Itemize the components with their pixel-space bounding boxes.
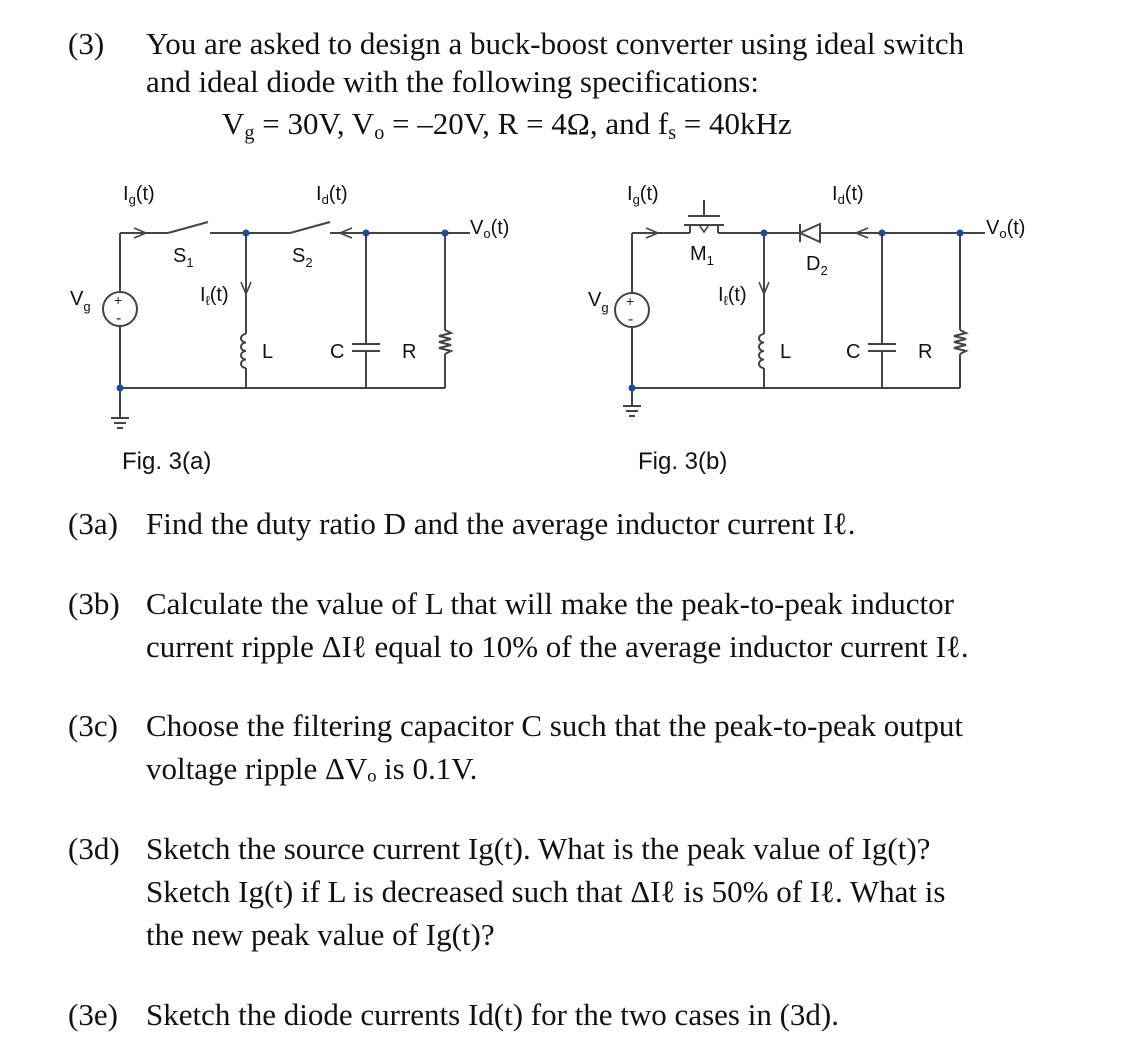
node-dot: [956, 229, 964, 237]
spec-vg-sub: g: [244, 122, 255, 145]
spec-vg-symbol: V: [222, 106, 245, 141]
spec-vo-sub: o: [374, 122, 385, 145]
part-3c-label: (3c): [68, 708, 118, 743]
label-id: Id(t): [316, 183, 348, 207]
label-s1: S1: [173, 245, 194, 270]
label-inductor: L: [780, 341, 791, 363]
part-3e-label: (3e): [68, 997, 118, 1032]
mosfet-body-arrow: [699, 225, 709, 234]
label-resistor: R: [402, 341, 416, 363]
node-dot: [878, 229, 886, 237]
inductor: [758, 333, 765, 369]
part-3b-line2: current ripple ΔIℓ equal to 10% of the a…: [146, 629, 969, 664]
node-dot: [441, 229, 449, 237]
label-ig: Ig(t): [627, 183, 659, 207]
label-vg: Vg: [70, 288, 91, 314]
label-capacitor: C: [330, 341, 344, 363]
part-3c-line1: Choose the filtering capacitor C such th…: [146, 708, 963, 743]
label-vo: Vo(t): [470, 217, 509, 241]
label-vg: Vg: [588, 289, 609, 315]
label-ig: Ig(t): [123, 183, 155, 207]
voltage-source: [614, 292, 650, 328]
label-d2: D2: [806, 253, 828, 278]
spec-line: Vg = 30V, Vo = –20V, R = 4Ω, and fs = 40…: [222, 106, 792, 143]
spec-r-value: R = 4Ω, and: [497, 106, 658, 141]
source-plus-sign: +: [114, 292, 122, 308]
label-vo: Vo(t): [986, 217, 1025, 241]
label-id: Id(t): [832, 183, 864, 207]
switch-s2: [289, 221, 331, 234]
part-3a-label: (3a): [68, 506, 118, 541]
spec-fs-sub: s: [668, 122, 677, 145]
problem-intro-line1: You are asked to design a buck-boost con…: [146, 26, 965, 61]
node-dot: [628, 384, 636, 392]
source-minus-sign: -: [116, 310, 121, 327]
spec-vo-symbol: V: [351, 106, 375, 141]
part-3c-line2: voltage ripple ΔVₒ is 0.1V.: [146, 751, 478, 786]
inductor: [240, 333, 247, 369]
switch-s1: [167, 221, 209, 234]
source-plus-sign: +: [626, 293, 634, 309]
arrow-id: [337, 227, 353, 239]
source-minus-sign: -: [628, 311, 633, 328]
arrow-ig: [645, 227, 661, 239]
problem-intro-line2: and ideal diode with the following speci…: [146, 64, 759, 99]
arrow-ig: [133, 227, 149, 239]
part-3d-line1: Sketch the source current Ig(t). What is…: [146, 831, 931, 866]
arrow-id: [853, 227, 869, 239]
node-dot: [116, 384, 124, 392]
label-il: Iℓ(t): [200, 284, 229, 308]
node-dot: [242, 229, 250, 237]
node-dot: [362, 229, 370, 237]
label-m1: M1: [690, 243, 714, 268]
voltage-source: [102, 291, 138, 327]
label-resistor: R: [918, 341, 932, 363]
arrow-il: [758, 281, 770, 297]
part-3b-label: (3b): [68, 586, 120, 621]
label-il: Iℓ(t): [718, 284, 747, 308]
diode-triangle: [797, 222, 821, 244]
spec-fs-value: = 40kHz: [676, 106, 792, 141]
figure-3b-circuit: + - Ig(t) Id(t) Iℓ(t) Vo(t) Vg M1 D2 L C…: [588, 183, 1025, 417]
problem-number: (3): [68, 26, 105, 61]
resistor: [953, 329, 969, 355]
spec-fs-symbol: f: [657, 106, 669, 141]
part-3b-line1: Calculate the value of L that will make …: [146, 586, 954, 621]
label-s2: S2: [292, 245, 313, 270]
circuit-diagrams: + - Ig(t) Id(t) Iℓ(t) Vo(t) Vg S1 S2 L C…: [70, 183, 1025, 429]
spec-vg-value: = 30V,: [254, 106, 352, 141]
part-3d-line2: Sketch Ig(t) if L is decreased such that…: [146, 874, 946, 909]
spec-vo-value: = –20V,: [384, 106, 498, 141]
part-3e-line1: Sketch the diode currents Id(t) for the …: [146, 997, 839, 1032]
arrow-il: [240, 281, 252, 297]
figure-3b-caption: Fig. 3(b): [638, 448, 728, 475]
figure-3a-caption: Fig. 3(a): [122, 448, 212, 475]
resistor: [438, 329, 454, 355]
node-dot: [760, 229, 768, 237]
figure-3a-circuit: + - Ig(t) Id(t) Iℓ(t) Vo(t) Vg S1 S2 L C…: [70, 183, 509, 429]
label-capacitor: C: [846, 341, 860, 363]
part-3d-line3: the new peak value of Ig(t)?: [146, 917, 495, 952]
label-inductor: L: [262, 341, 273, 363]
part-3d-label: (3d): [68, 831, 120, 866]
part-3a-line1: Find the duty ratio D and the average in…: [146, 506, 856, 541]
